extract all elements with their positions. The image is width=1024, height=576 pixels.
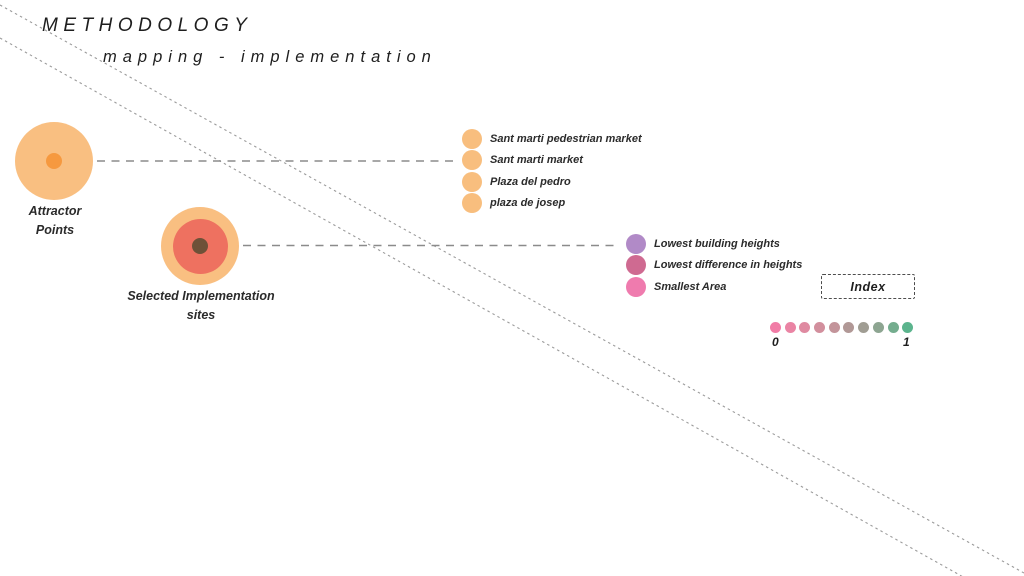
attractor-center-dot	[46, 153, 62, 169]
page-subtitle: mapping - implementation	[103, 48, 437, 66]
legend-item: Smallest Area	[626, 276, 802, 297]
diagonal-guide-line-2	[0, 37, 963, 576]
index-scale-dot	[858, 322, 870, 333]
index-box: Index	[821, 274, 915, 299]
index-scale-dot	[872, 322, 884, 333]
index-scale-min-label: 0	[772, 335, 779, 349]
site-dot-icon	[462, 171, 482, 192]
implementation-middle-ring	[172, 218, 228, 274]
site-dot-icon	[462, 129, 482, 149]
criteria-dot-icon	[626, 255, 646, 276]
legend-item-label: Lowest difference in heights	[654, 259, 803, 272]
legend-item: Lowest building heights	[626, 234, 802, 254]
index-scale: 0 1	[770, 322, 920, 352]
index-scale-dot	[843, 322, 855, 333]
index-scale-dots	[770, 322, 920, 333]
site-dot-icon	[462, 193, 482, 214]
index-scale-dot	[902, 322, 914, 333]
sites-legend: Sant marti pedestrian market Sant marti …	[462, 129, 642, 214]
legend-item-label: Smallest Area	[654, 280, 727, 293]
attractor-label: Attractor Points	[28, 204, 82, 237]
page-title: METHODOLOGY	[42, 15, 253, 36]
diagonal-guide-line-1	[0, 4, 1024, 574]
index-scale-dot	[814, 322, 826, 333]
index-scale-dot	[770, 322, 781, 333]
legend-item: Lowest difference in heights	[626, 255, 803, 276]
criteria-legend: Lowest building heights Lowest differenc…	[626, 234, 802, 297]
index-scale-max-label: 1	[903, 335, 910, 349]
legend-item: plaza de josep	[462, 193, 642, 214]
implementation-symbol	[161, 207, 239, 285]
criteria-dot-icon	[626, 276, 646, 297]
index-scale-dot	[828, 322, 840, 333]
legend-item: Sant marti market	[462, 150, 642, 171]
criteria-dot-icon	[626, 234, 646, 254]
legend-item-label: Lowest building heights	[654, 238, 780, 250]
legend-item: Plaza del pedro	[462, 171, 642, 192]
attractor-symbol	[15, 122, 93, 200]
index-scale-dot	[784, 322, 796, 333]
legend-item-label: Plaza del pedro	[490, 175, 571, 188]
index-scale-dot	[799, 322, 811, 333]
index-scale-dot	[887, 322, 899, 333]
legend-item-label: plaza de josep	[490, 197, 566, 210]
legend-item-label: Sant marti pedestrian market	[490, 133, 642, 145]
legend-item: Sant marti pedestrian market	[462, 129, 642, 149]
implementation-label: Selected Implementation sites	[127, 289, 275, 322]
index-label: Index	[850, 279, 886, 294]
implementation-center-dot	[192, 238, 208, 254]
site-dot-icon	[462, 150, 482, 171]
legend-item-label: Sant marti market	[490, 154, 583, 167]
